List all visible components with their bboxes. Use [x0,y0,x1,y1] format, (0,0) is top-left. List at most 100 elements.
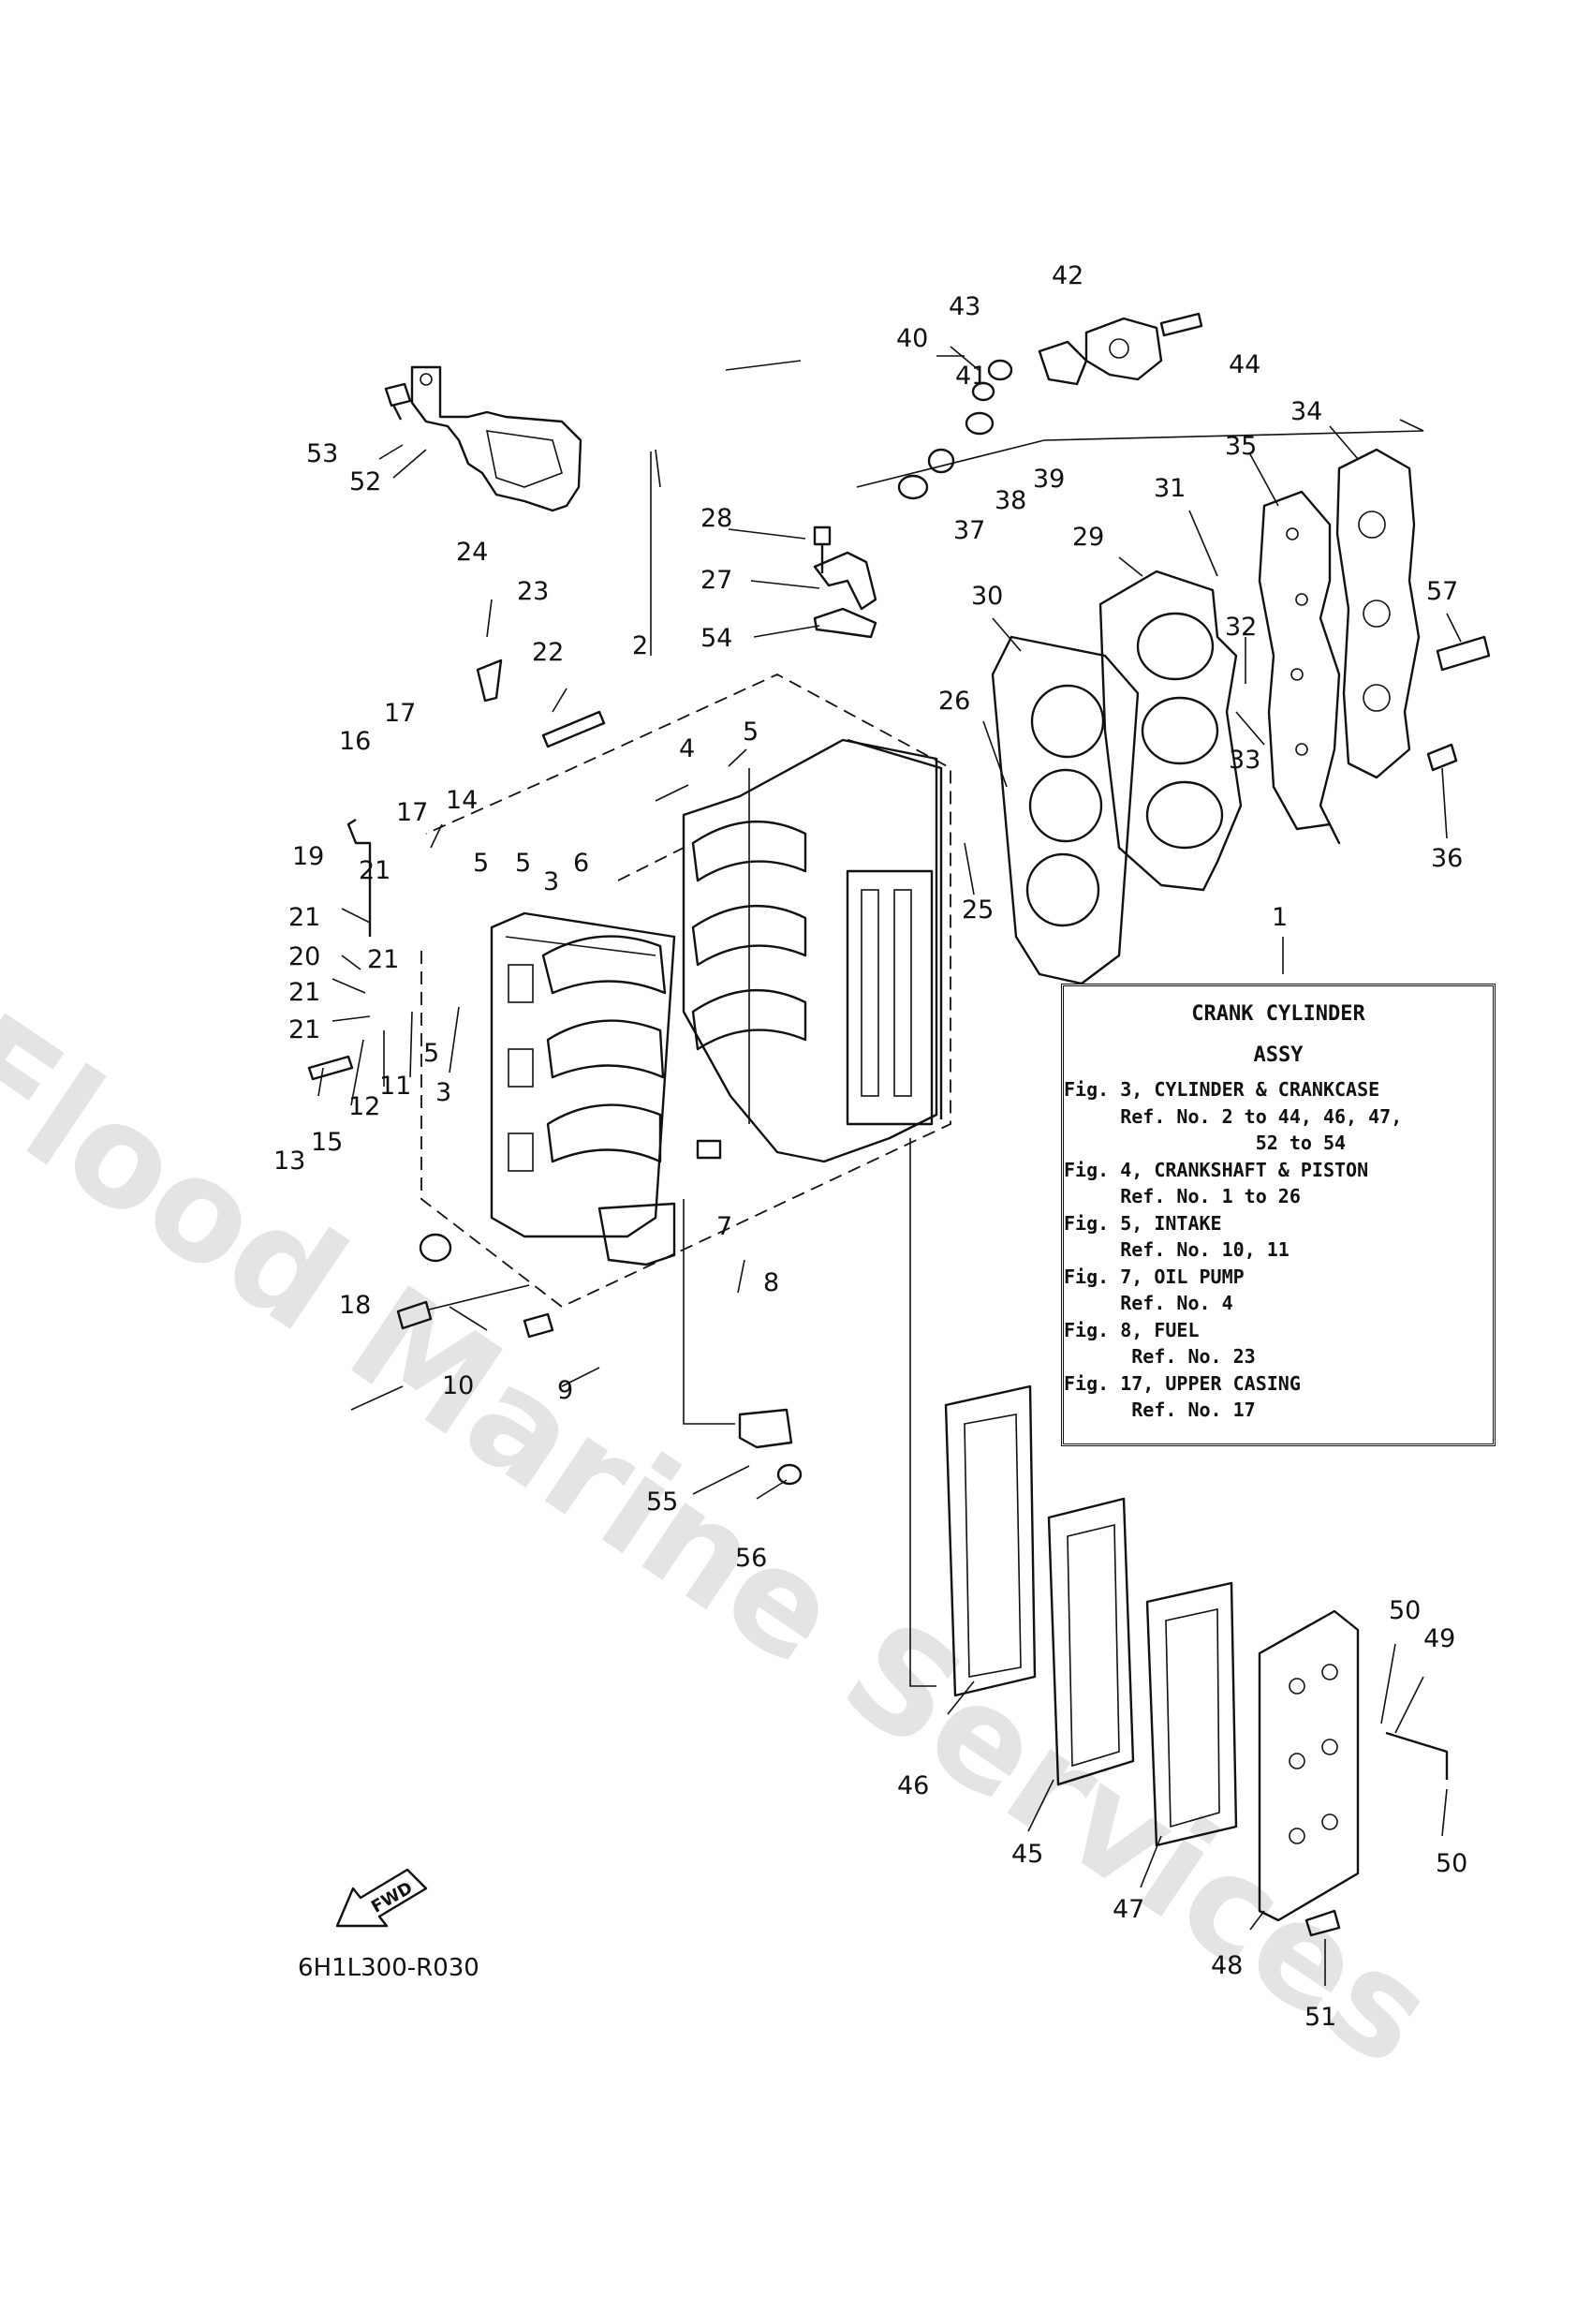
leader-lines [317,346,1462,1986]
callout-28: 28 [700,504,732,533]
callout-21: 21 [288,978,320,1007]
intake-cover-part-48 [1258,1609,1360,1922]
thermostat-cover-part-42 [1084,317,1163,381]
callout-52: 52 [349,467,381,496]
assembly-outline [420,673,951,1309]
callout-39: 39 [1033,465,1065,494]
callout-19: 19 [292,842,324,871]
callout-29: 29 [1072,523,1104,552]
bolt-part-22 [541,710,606,748]
callout-35: 35 [1225,432,1257,461]
hose-part-16 [346,818,372,937]
callout-26: 26 [938,687,970,716]
callout-53: 53 [306,439,338,468]
callout-22: 22 [532,638,564,667]
fwd-arrow-icon: FWD [335,1868,428,1928]
callout-13: 13 [273,1147,305,1176]
callout-17: 17 [384,699,416,728]
gasket-part-47 [1145,1581,1238,1847]
bolt-part-44 [1159,312,1203,337]
thermostat-parts-37-41 [897,359,1013,500]
callout-23: 23 [517,577,549,606]
info-line: Fig. 4, CRANKSHAFT & PISTON [1064,1158,1369,1181]
info-line: Fig. 5, INTAKE [1064,1211,1222,1235]
callout-10: 10 [442,1371,474,1400]
callout-30: 30 [971,582,1003,611]
head-gasket-part-30 [991,635,1140,985]
callout-44: 44 [1229,350,1260,379]
callout-5: 5 [473,849,489,878]
bolt-part-13 [307,1055,354,1081]
callout-50: 50 [1389,1596,1421,1625]
callout-5: 5 [743,718,759,747]
callout-21: 21 [288,1015,320,1044]
callout-8: 8 [763,1268,779,1297]
head-cover-gasket-part-35 [1258,490,1341,845]
callout-48: 48 [1211,1951,1243,1980]
hose-part-49 [1385,1731,1449,1780]
bolt-part-28 [813,525,832,573]
info-line: Ref. No. 4 [1064,1292,1233,1314]
info-box-subtitle: ASSY [1253,1044,1304,1067]
info-box-title: CRANK CYLINDER [1191,1002,1365,1026]
bolt-part-56 [776,1463,803,1486]
callout-18: 18 [339,1291,371,1320]
info-line: Ref. No. 10, 11 [1064,1238,1290,1261]
assembly-info-box: CRANK CYLINDER ASSY Fig. 3, CYLINDER & C… [1061,984,1496,1446]
callout-32: 32 [1225,613,1257,642]
callout-37: 37 [953,516,985,545]
head-cover-part-34 [1335,448,1421,779]
bracket-part-52 [410,365,582,512]
info-line: Fig. 17, UPPER CASING [1064,1371,1301,1395]
callout-17: 17 [396,798,428,827]
callout-31: 31 [1154,474,1186,503]
callout-4: 4 [679,734,695,763]
callout-36: 36 [1431,844,1463,873]
bracket-part-54 [813,607,877,639]
info-line: Ref. No. 1 to 26 [1064,1185,1301,1207]
info-line: Fig. 3, CYLINDER & CRANKCASE [1064,1078,1380,1101]
bolt-part-53 [384,382,412,421]
callout-43: 43 [949,292,980,321]
callout-6: 6 [573,849,589,878]
info-line: Ref. No. 23 [1064,1345,1256,1368]
callout-55: 55 [646,1488,678,1517]
callout-11: 11 [379,1072,411,1101]
intake-gasket-part-46 [944,1384,1037,1697]
callout-42: 42 [1052,261,1083,290]
callout-24: 24 [456,538,488,567]
callout-7: 7 [716,1212,732,1241]
info-line: Ref. No. 17 [1064,1399,1256,1421]
callout-9: 9 [557,1376,573,1405]
bolt-part-36 [1426,743,1458,772]
callout-3: 3 [435,1078,451,1107]
info-line: 52 to 54 [1064,1132,1347,1154]
callout-1: 1 [1272,903,1288,932]
spark-plug-part-57 [1436,635,1491,672]
crankcase [682,738,943,1163]
callout-50: 50 [1436,1849,1467,1878]
bolt-part-9 [523,1312,554,1339]
callout-34: 34 [1290,397,1322,426]
callout-12: 12 [348,1092,380,1121]
callout-57: 57 [1426,577,1458,606]
callout-41: 41 [955,362,987,391]
cylinder-block [490,911,676,1266]
callout-16: 16 [339,727,371,756]
callout-40: 40 [896,324,928,353]
callout-21: 21 [359,856,391,885]
callout-20: 20 [288,942,320,971]
callout-54: 54 [700,624,732,653]
info-line: Fig. 8, FUEL [1064,1318,1200,1341]
callout-21: 21 [288,903,320,932]
bolt-part-51 [1304,1909,1341,1937]
callout-5: 5 [423,1039,439,1068]
info-line: Fig. 7, OIL PUMP [1064,1265,1245,1288]
callout-33: 33 [1229,746,1260,775]
info-line: Ref. No. 2 to 44, 46, 47, [1064,1104,1403,1128]
bracket-part-55 [738,1408,793,1449]
figure-code: 6H1L300-R030 [298,1954,479,1982]
callout-14: 14 [446,786,478,815]
callout-2: 2 [632,631,648,660]
